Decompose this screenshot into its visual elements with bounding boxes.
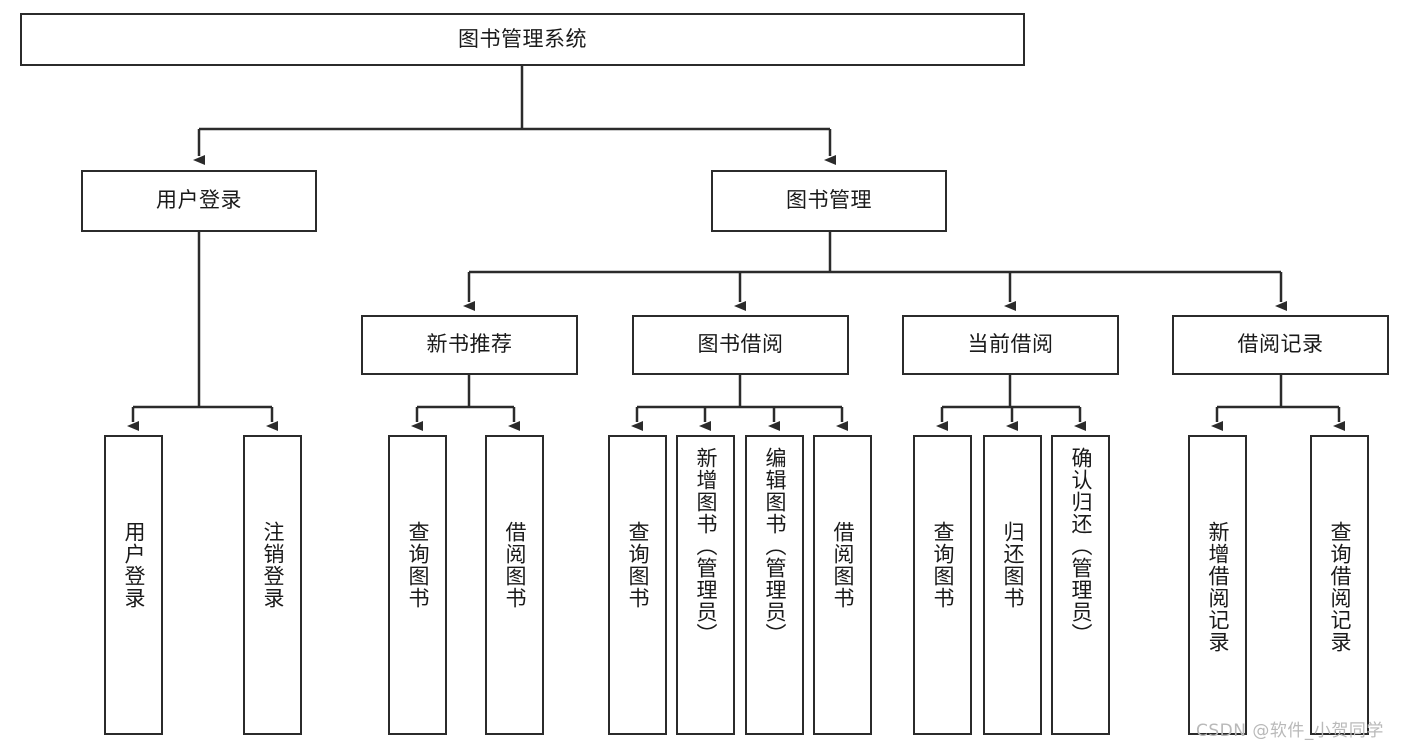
node-book-borrow-label: 图书借阅 bbox=[697, 332, 784, 357]
leaf-label: 借阅图书 bbox=[502, 521, 527, 609]
leaf-node-query-book-recommend[interactable]: 查询图书 bbox=[388, 435, 447, 735]
leaf-label: 用户登录 bbox=[121, 521, 146, 609]
leaf-label: 查询图书 bbox=[930, 521, 955, 609]
leaf-node-logout[interactable]: 注销登录 bbox=[243, 435, 302, 735]
leaf-node-add-borrow-record[interactable]: 新增借阅记录 bbox=[1188, 435, 1247, 735]
node-book-management-label: 图书管理 bbox=[786, 188, 872, 213]
leaf-label: 查询借阅记录 bbox=[1327, 521, 1352, 653]
node-user-login[interactable]: 用户登录 bbox=[81, 170, 317, 232]
leaf-label: 新增图书（管理员） bbox=[693, 447, 718, 645]
leaf-node-add-book-admin[interactable]: 新增图书（管理员） bbox=[676, 435, 735, 735]
leaf-node-return-book[interactable]: 归还图书 bbox=[983, 435, 1042, 735]
leaf-label: 归还图书 bbox=[1000, 521, 1025, 609]
leaf-node-borrow-book-recommend[interactable]: 借阅图书 bbox=[485, 435, 544, 735]
leaf-label: 查询图书 bbox=[625, 521, 650, 609]
leaf-label: 借阅图书 bbox=[830, 521, 855, 609]
node-current-borrow[interactable]: 当前借阅 bbox=[902, 315, 1119, 375]
leaf-node-borrow-book[interactable]: 借阅图书 bbox=[813, 435, 872, 735]
node-book-borrow[interactable]: 图书借阅 bbox=[632, 315, 849, 375]
watermark: CSDN @软件_小贺同学 bbox=[1196, 721, 1384, 741]
node-root-label: 图书管理系统 bbox=[458, 26, 587, 51]
node-new-book-recommend-label: 新书推荐 bbox=[426, 332, 513, 357]
leaf-label: 查询图书 bbox=[405, 521, 430, 609]
leaf-node-query-borrow-record[interactable]: 查询借阅记录 bbox=[1310, 435, 1369, 735]
node-root[interactable]: 图书管理系统 bbox=[20, 13, 1025, 66]
leaf-node-user-login[interactable]: 用户登录 bbox=[104, 435, 163, 735]
node-current-borrow-label: 当前借阅 bbox=[967, 332, 1054, 357]
leaf-label: 编辑图书（管理员） bbox=[762, 447, 787, 645]
leaf-node-edit-book-admin[interactable]: 编辑图书（管理员） bbox=[745, 435, 804, 735]
node-new-book-recommend[interactable]: 新书推荐 bbox=[361, 315, 578, 375]
node-user-login-label: 用户登录 bbox=[156, 188, 242, 213]
leaf-label: 新增借阅记录 bbox=[1205, 521, 1230, 653]
leaf-node-query-book-current[interactable]: 查询图书 bbox=[913, 435, 972, 735]
leaf-label: 确认归还（管理员） bbox=[1068, 447, 1093, 645]
leaf-label: 注销登录 bbox=[260, 521, 285, 609]
node-borrow-record[interactable]: 借阅记录 bbox=[1172, 315, 1389, 375]
node-borrow-record-label: 借阅记录 bbox=[1237, 332, 1324, 357]
node-book-management[interactable]: 图书管理 bbox=[711, 170, 947, 232]
leaf-node-confirm-return-admin[interactable]: 确认归还（管理员） bbox=[1051, 435, 1110, 735]
leaf-node-query-book[interactable]: 查询图书 bbox=[608, 435, 667, 735]
